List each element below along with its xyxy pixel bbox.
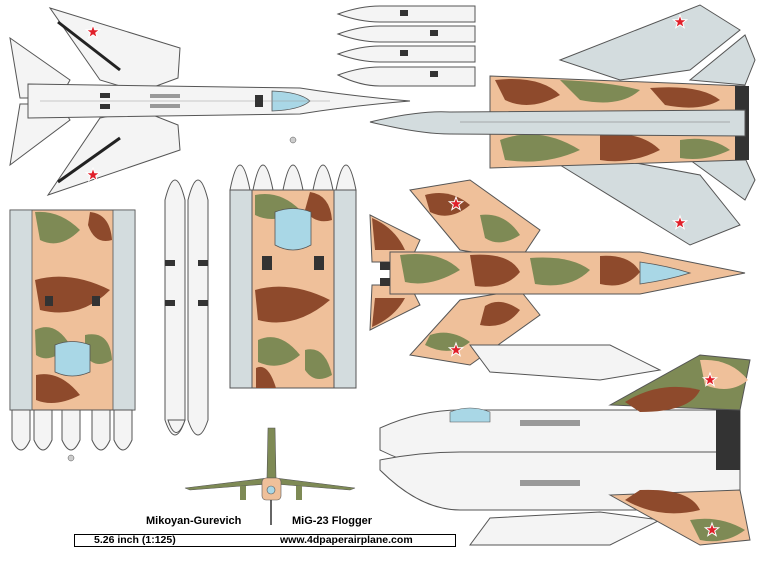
white-underside-view bbox=[9, 7, 411, 196]
model-label: MiG-23 Flogger bbox=[292, 515, 373, 527]
camo-fuselage-view bbox=[369, 4, 756, 246]
white-sideview bbox=[379, 344, 751, 546]
camo-topside-view bbox=[369, 179, 746, 366]
tanks-camo-view bbox=[167, 136, 357, 433]
website-link[interactable]: www.4dpaperairplane.com bbox=[280, 534, 413, 546]
drop-tanks-strip bbox=[336, 5, 476, 87]
front-view bbox=[184, 427, 356, 525]
manufacturer-label: Mikoyan-Gurevich bbox=[146, 515, 242, 527]
white-tanks-view bbox=[164, 179, 209, 436]
scale-info-box: 5.26 inch (1:125) www.4dpaperairplane.co… bbox=[74, 534, 456, 547]
camo-panel-view bbox=[9, 209, 136, 462]
scale-label: 5.26 inch (1:125) bbox=[94, 534, 176, 546]
